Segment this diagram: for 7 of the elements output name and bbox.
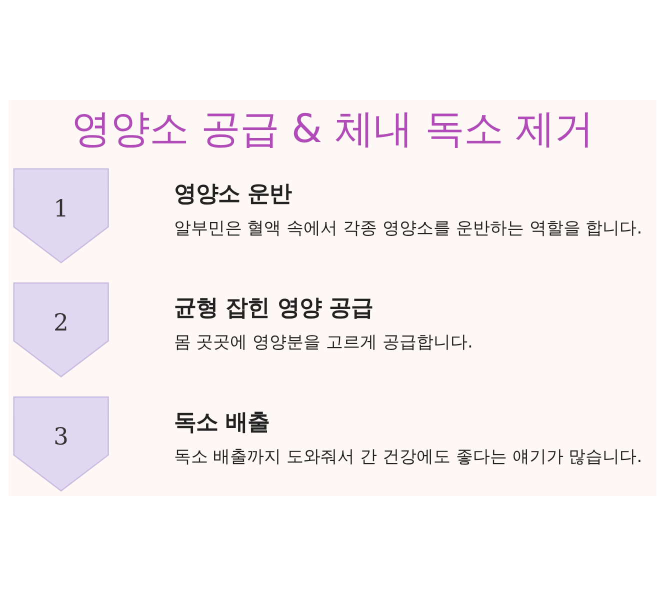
node-label: 독소 배출 <box>174 408 270 435</box>
diagram-title: 영양소 공급 & 체내 독소 제거 <box>71 105 594 152</box>
node-label: 독소 배출까지 도와줘서 간 건강에도 좋다는 얘기가 많습니다. <box>174 446 642 466</box>
node-label: 몸 곳곳에 영양분을 고르게 공급합니다. <box>174 332 473 352</box>
node-label: 균형 잡힌 영양 공급 <box>174 294 374 321</box>
node-label: 영양소 운반 <box>174 180 292 207</box>
node-label: 알부민은 혈액 속에서 각종 영양소를 운반하는 역할을 합니다. <box>174 218 642 238</box>
